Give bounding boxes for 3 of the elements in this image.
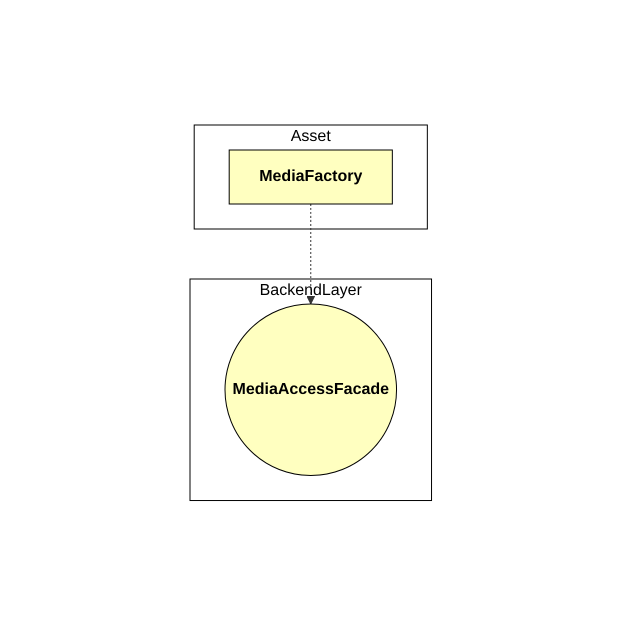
node-circle: MediaAccessFacade [224,304,398,476]
node-box: MediaFactory [228,150,394,205]
arrow [306,204,316,305]
